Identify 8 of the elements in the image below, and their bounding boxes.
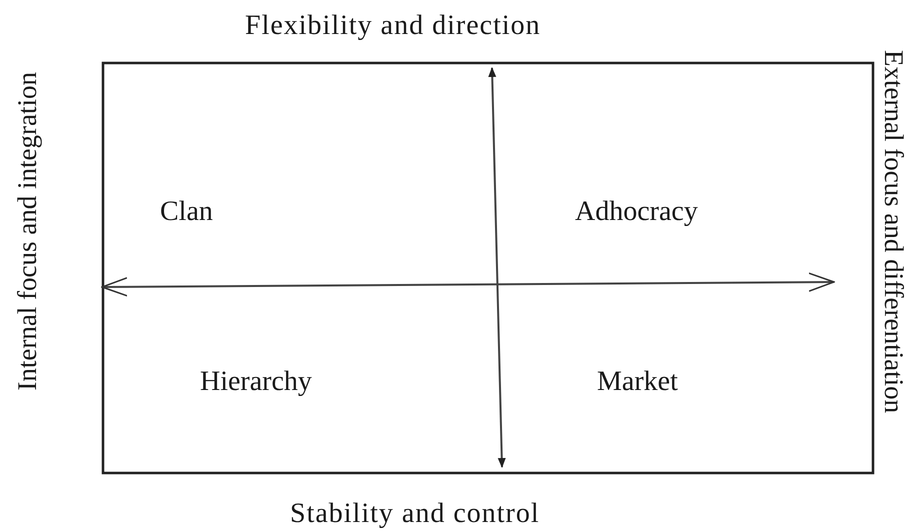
quadrant-label: Adhocracy	[575, 198, 698, 226]
quadrant-label: Clan	[160, 198, 213, 226]
axis-label: Internal focus and integration	[14, 72, 41, 391]
axis-label: Stability and control	[290, 500, 540, 528]
quadrant-label: Market	[597, 368, 678, 396]
quadrant-label: Hierarchy	[200, 368, 312, 396]
axis-label: External focus and differentiation	[880, 50, 907, 414]
axis-label: Flexibility and direction	[245, 12, 541, 40]
